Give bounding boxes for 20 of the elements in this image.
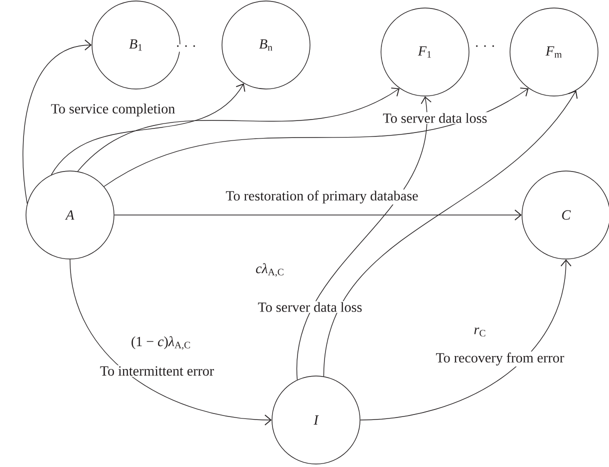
arrow xyxy=(114,210,522,220)
edge-label: To intermittent error xyxy=(98,365,216,377)
arrow xyxy=(296,96,432,380)
arrow xyxy=(77,88,400,172)
edge-label: To restoration of primary database xyxy=(224,190,420,204)
arrow xyxy=(323,90,578,377)
arrow xyxy=(22,40,92,204)
edge-label: To service completion xyxy=(50,102,176,118)
arrow xyxy=(50,83,246,176)
arrow xyxy=(70,259,272,426)
rate-label: cλ$_{A,C}$ xyxy=(254,262,286,278)
arrow xyxy=(104,88,529,187)
ellipsis: · · · xyxy=(174,44,198,52)
edge-label: To server data loss xyxy=(382,112,488,124)
ellipsis: · · · xyxy=(474,44,496,52)
edge-label: To server data loss xyxy=(256,301,364,313)
edge-label: To recovery from error xyxy=(434,352,566,366)
rate-label: (1 − c)λ$_{A,C}$ xyxy=(130,335,192,351)
arrow xyxy=(360,259,572,420)
rate-label: r$_{C}$ xyxy=(472,326,488,338)
